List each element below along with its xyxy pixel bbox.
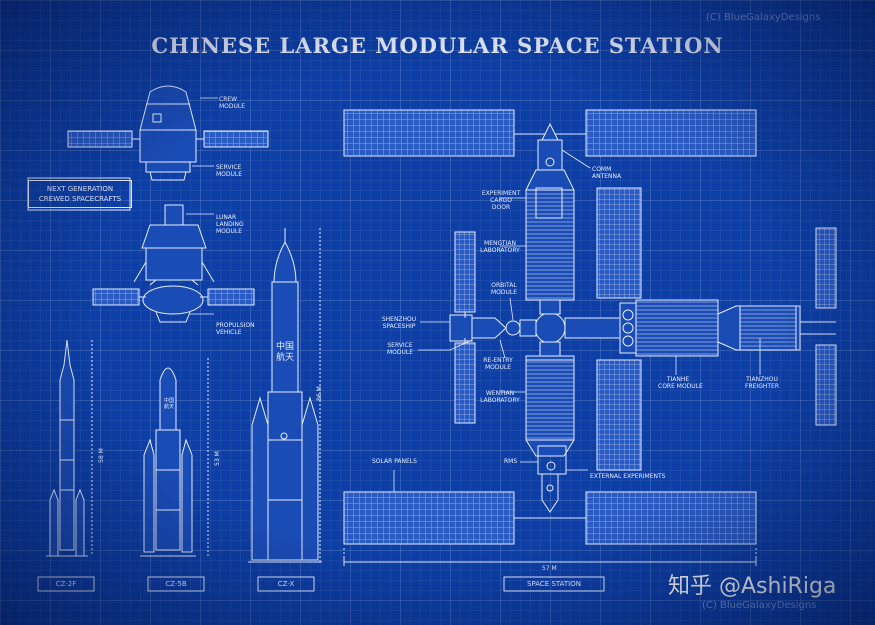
rocket-cz2f [46,339,88,557]
label-orbital-module: ORBITAL MODULE [490,282,518,296]
credit-bottom: (C) BlueGalaxyDesigns [702,600,817,611]
label-space-station: SPACE STATION [527,580,581,588]
station-modules [449,122,836,513]
label-service-module: SERVICE MODULE [216,164,243,178]
watermark: 知乎 @AshiRiga [668,574,837,599]
label-wentian-laboratory: WENTIAN LABORATORY [480,390,520,404]
label-comm-antenna: COMM ANTENNA [592,166,622,180]
section-label: NEXT GENERATION CREWED SPACECRAFTS [28,180,132,208]
label-solar-panels: SOLAR PANELS [372,458,417,465]
rocket-marking-cz5b: 中国航天 [163,398,174,410]
rocket-marking: 中国航天 [276,342,295,363]
label-crew-module: CREW MODULE [219,96,246,110]
height-cz5b: 53 M [213,451,221,466]
label-rms: RMS [504,458,518,465]
label-tianhe-core-module: TIANHE CORE MODULE [658,376,703,390]
label-czx: CZ-X [277,580,295,588]
label-external-experiments: EXTERNAL EXPERIMENTS [590,473,666,480]
label-reentry-module: RE-ENTRY MODULE [483,357,513,371]
label-propulsion-vehicle: PROPULSION VEHICLE [216,322,255,336]
height-cz2f: 58 M [97,448,105,463]
label-station-service-module: SERVICE MODULE [386,342,414,356]
label-shenzhou-spaceship: SHENZHOU SPACESHIP [381,316,417,330]
label-cz5b: CZ-5B [165,580,187,588]
label-tianzhou-freighter: TIANZHOU FREIGHTER [745,376,779,390]
rocket-cz5b [140,367,196,557]
label-mengtian-laboratory: MENGTIAN LABORATORY [480,240,520,254]
rocket-czx [248,228,322,563]
station-span: 57 M [542,565,557,572]
label-lunar-landing-module: LUNAR LANDING MODULE [216,214,244,235]
label-experiment-cargo-door: EXPERIMENT CARGO DOOR [481,190,521,211]
label-cz2f: CZ-2F [55,580,77,588]
height-czx: 86 M [315,386,323,401]
